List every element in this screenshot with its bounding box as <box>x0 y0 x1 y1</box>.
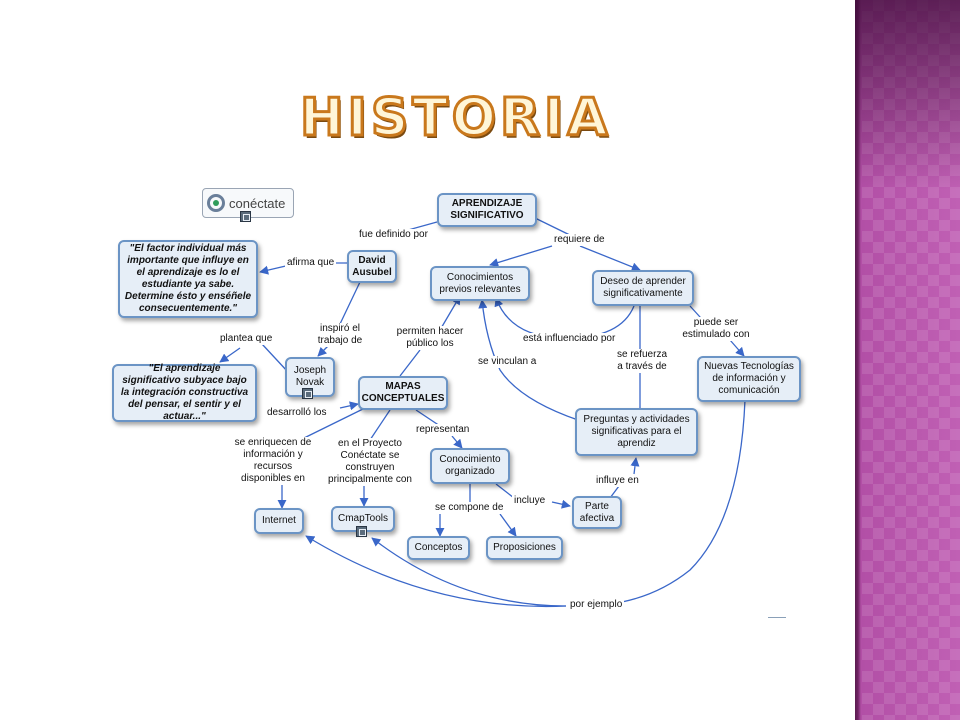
node-conocimientos-previos[interactable]: Conocimientos previos relevantes <box>430 266 530 301</box>
node-preguntas-actividades[interactable]: Preguntas y actividades significativas p… <box>575 408 698 456</box>
node-quote-ausubel[interactable]: "El factor individual más importante que… <box>118 240 258 318</box>
link-permiten: permiten hacer público los <box>392 326 468 350</box>
link-influye: influye en <box>594 475 641 487</box>
node-deseo-aprender[interactable]: Deseo de aprender significativamente <box>592 270 694 306</box>
link-plantea: plantea que <box>218 333 275 345</box>
node-aprendizaje-significativo[interactable]: APRENDIZAJE SIGNIFICATIVO <box>437 193 537 227</box>
sidebar-top-shade <box>855 0 960 190</box>
link-vinculan: se vinculan a <box>476 356 539 368</box>
node-nuevas-tecnologias[interactable]: Nuevas Tecnologías de información y comu… <box>697 356 801 402</box>
link-enriquecen: se enriquecen de información y recursos … <box>228 437 318 485</box>
divider-mark <box>768 617 786 618</box>
node-internet[interactable]: Internet <box>254 508 304 534</box>
link-inspiro: inspiró el trabajo de <box>312 323 368 347</box>
link-desarrollo: desarrolló los <box>265 407 329 419</box>
cmap-resource-icon[interactable] <box>240 211 251 222</box>
link-compone: se compone de <box>433 502 506 514</box>
conectate-logo-icon <box>207 194 225 212</box>
node-parte-afectiva[interactable]: Parte afectiva <box>572 496 622 529</box>
link-representan: representan <box>414 424 472 436</box>
slide-title: HISTORIA <box>299 87 612 150</box>
node-conceptos[interactable]: Conceptos <box>407 536 470 560</box>
cmap-resource-icon[interactable] <box>302 388 313 399</box>
link-influenciado: está influenciado por <box>521 333 618 345</box>
logo-text: conéctate <box>229 195 286 211</box>
link-estimulado: puede ser estimulado con <box>678 317 754 341</box>
node-david-ausubel[interactable]: David Ausubel <box>347 250 397 283</box>
link-afirma: afirma que <box>285 257 337 269</box>
node-mapas-conceptuales[interactable]: MAPAS CONCEPTUALES <box>358 376 448 410</box>
link-fue-definido: fue definido por <box>357 229 430 241</box>
link-incluye: incluye <box>512 495 548 507</box>
link-requiere: requiere de <box>552 234 607 246</box>
link-refuerza: se refuerza a través de <box>611 349 673 373</box>
node-conocimiento-organizado[interactable]: Conocimiento organizado <box>430 448 510 484</box>
link-ejemplo: por ejemplo <box>568 599 625 611</box>
node-proposiciones[interactable]: Proposiciones <box>486 536 563 560</box>
cmap-resource-icon[interactable] <box>356 526 367 537</box>
link-proyecto: en el Proyecto Conéctate se construyen p… <box>322 438 418 486</box>
node-quote-novak[interactable]: "El aprendizaje significativo subyace ba… <box>112 363 257 422</box>
